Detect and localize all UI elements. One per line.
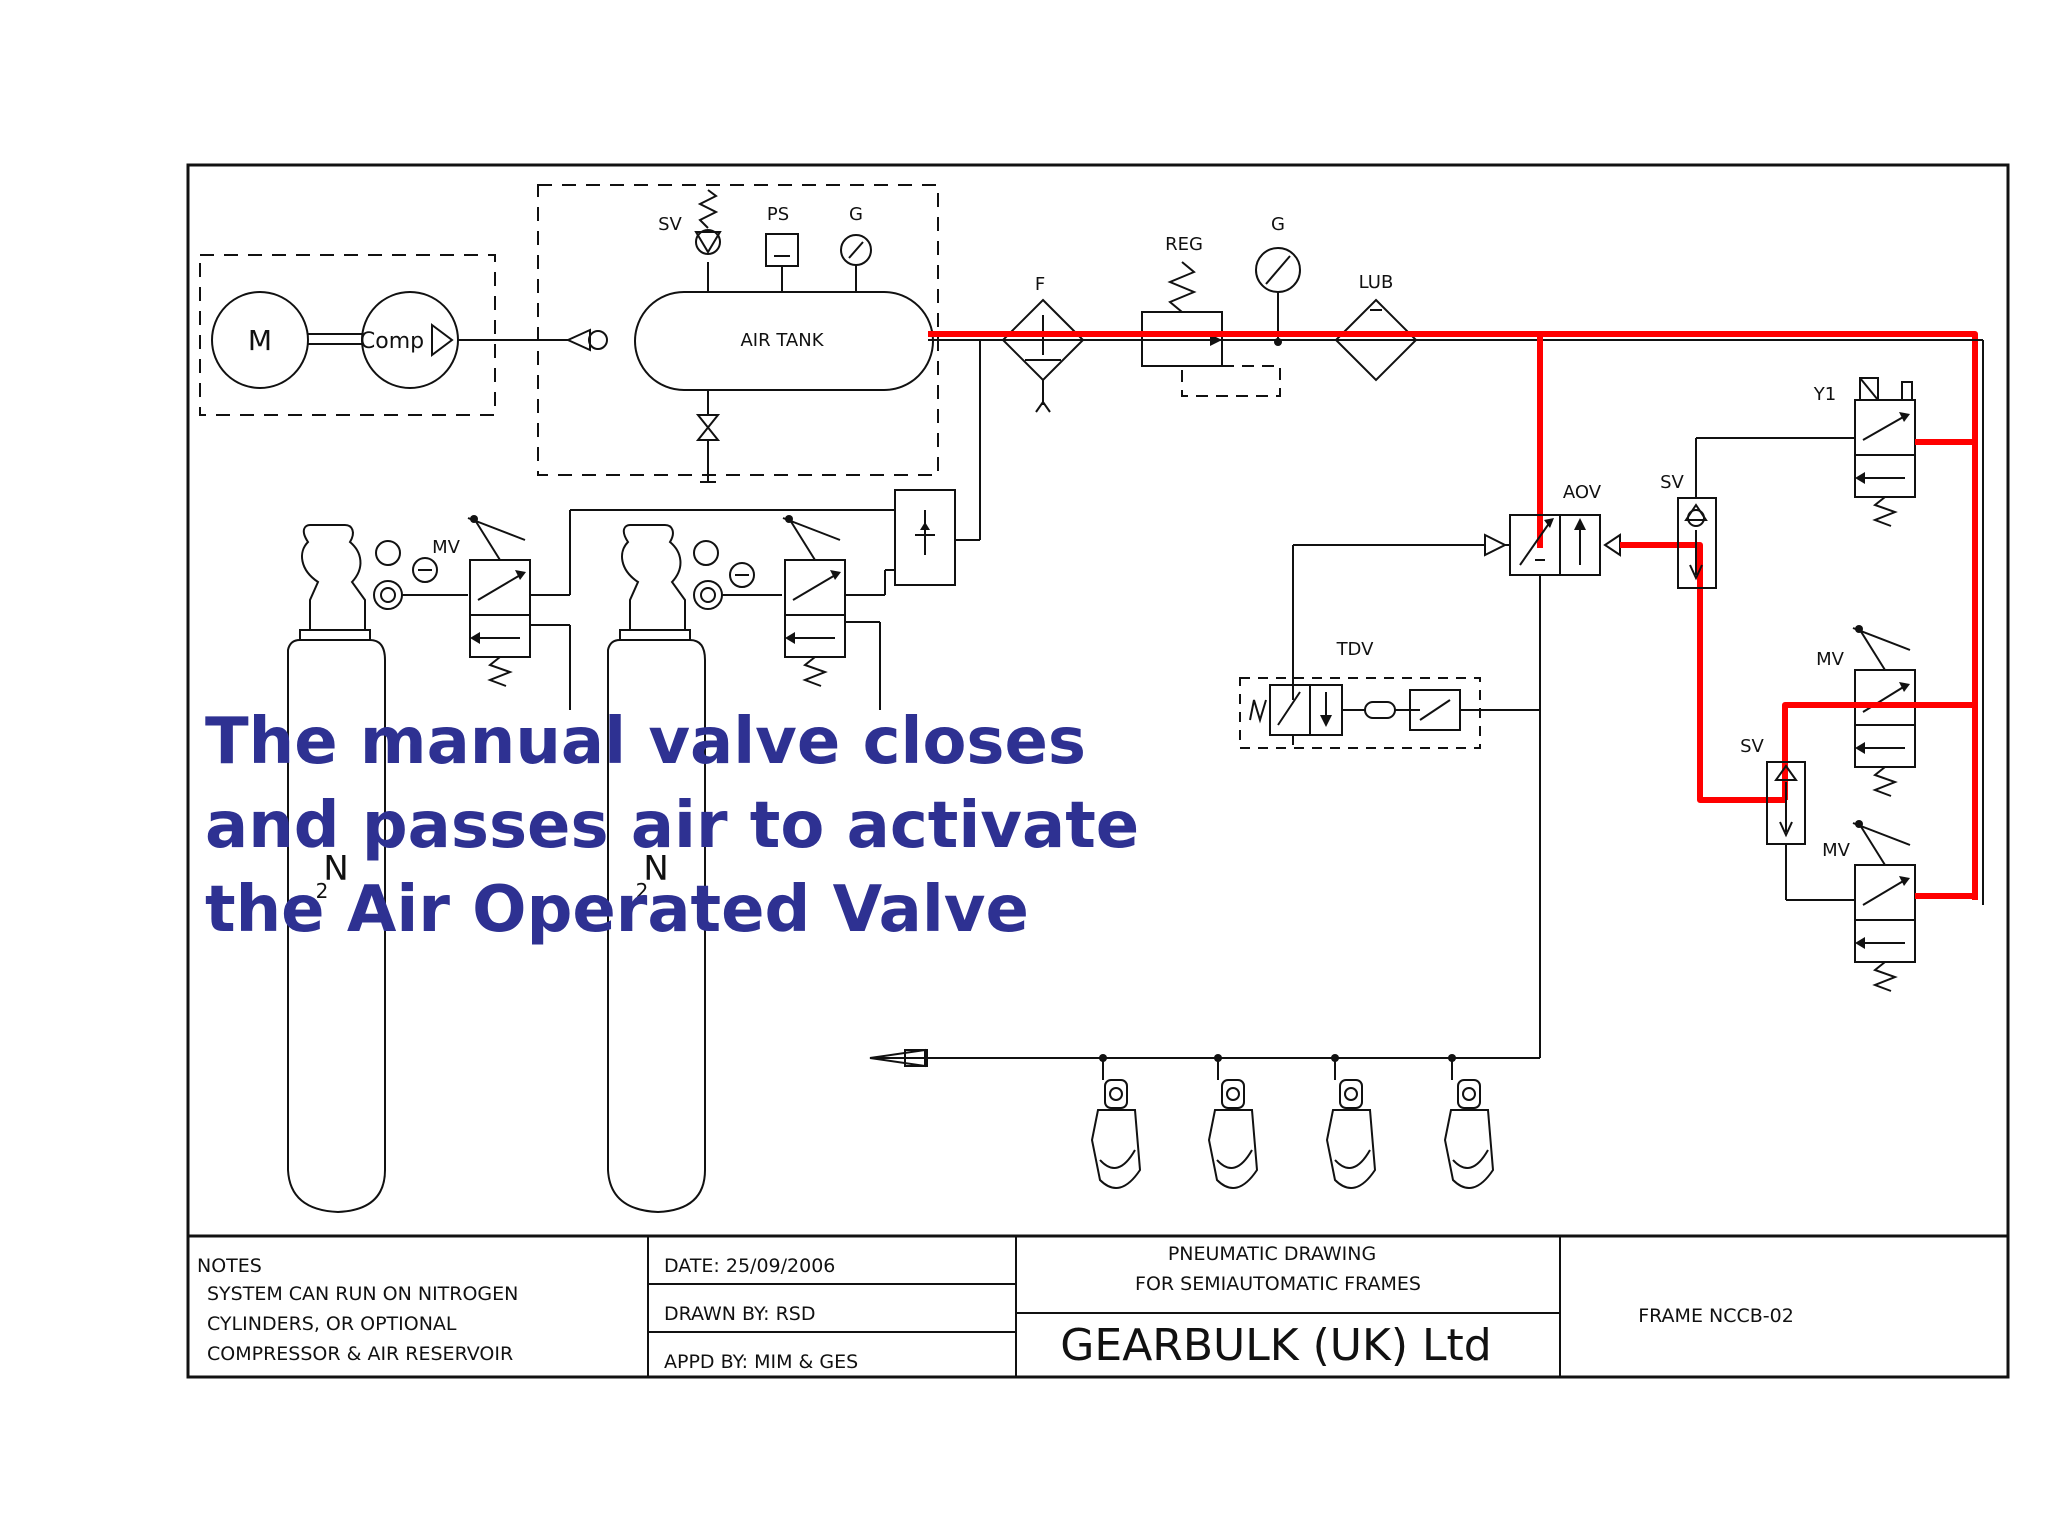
date-field: DATE: 25/09/2006 xyxy=(664,1255,835,1277)
lubricator-label: LUB xyxy=(1359,272,1394,293)
actuator-4 xyxy=(1443,1079,1495,1189)
caption: The manual valve closes and passes air t… xyxy=(205,700,1205,952)
tdv-label: TDV xyxy=(1336,639,1375,660)
drawing-title-1: PNEUMATIC DRAWING xyxy=(1168,1243,1376,1265)
filter-label: F xyxy=(1035,274,1045,295)
regulator-label: REG xyxy=(1165,234,1203,255)
caption-line-1: The manual valve closes xyxy=(205,705,1086,779)
actuator-2 xyxy=(1207,1079,1259,1189)
sv-mid-label: SV xyxy=(1740,736,1764,757)
shuttle-valve-right-upper: SV xyxy=(1660,437,1855,589)
appd-by-field: APPD BY: MIM & GES xyxy=(664,1351,858,1373)
nitrogen-cylinder-1: N 2 xyxy=(287,524,468,1214)
actuator-3 xyxy=(1325,1079,1377,1189)
actuator-line xyxy=(869,1048,1540,1080)
nitrogen-cylinder-2: N 2 xyxy=(607,524,782,1214)
mv-cyl1-label: MV xyxy=(432,537,461,558)
title-block: NOTES SYSTEM CAN RUN ON NITROGEN CYLINDE… xyxy=(188,1234,2008,1377)
drawing-title-2: FOR SEMIAUTOMATIC FRAMES xyxy=(1135,1273,1421,1295)
manual-valve-cyl-1: MV xyxy=(432,509,895,710)
shuttle-valve-upper-left xyxy=(885,340,981,586)
caption-line-3: the Air Operated Valve xyxy=(205,873,1029,947)
n2-b-label: N xyxy=(643,846,668,886)
mv-right2-label: MV xyxy=(1822,840,1851,861)
lubricator: LUB xyxy=(1334,272,1418,382)
line-gauge: G xyxy=(1255,214,1301,346)
y1-valve: Y1 xyxy=(1813,377,1916,527)
compressor-label: Comp xyxy=(360,329,424,354)
mv-right1-label: MV xyxy=(1816,649,1845,670)
caption-line-2: and passes air to activate xyxy=(205,789,1140,863)
tank-sv-label: SV xyxy=(658,214,682,235)
manual-valve-right-1: MV xyxy=(1816,625,1916,797)
n2-b-sub: 2 xyxy=(636,879,649,903)
pressure-switch-label: PS xyxy=(767,204,789,225)
sv-top-label: SV xyxy=(1660,472,1684,493)
time-delay-valve: TDV xyxy=(1239,639,1540,749)
air-tank-label: AIR TANK xyxy=(740,330,824,351)
company-name: GEARBULK (UK) Ltd xyxy=(1060,1320,1491,1371)
drawn-by-field: DRAWN BY: RSD xyxy=(664,1303,815,1325)
gauge2-label: G xyxy=(1271,214,1285,235)
notes-line-3: COMPRESSOR & AIR RESERVOIR xyxy=(207,1343,513,1365)
n2-a-sub: 2 xyxy=(316,879,329,903)
y1-label: Y1 xyxy=(1813,384,1836,405)
actuator-1 xyxy=(1090,1079,1142,1189)
compressor-group: M Comp xyxy=(199,254,496,416)
active-supply-line xyxy=(928,331,1978,900)
manual-valve-cyl-2 xyxy=(782,515,886,710)
aov-label: AOV xyxy=(1563,482,1602,503)
notes-line-2: CYLINDERS, OR OPTIONAL xyxy=(207,1313,457,1335)
motor-label: M xyxy=(248,324,272,357)
frame-id: FRAME NCCB-02 xyxy=(1638,1305,1794,1327)
n2-a-label: N xyxy=(323,846,348,886)
filter: F xyxy=(1001,274,1085,413)
air-tank-group: AIR TANK SV PS G xyxy=(458,184,939,483)
air-operated-valve: AOV xyxy=(1292,482,1621,1058)
drawing-border xyxy=(186,163,2010,1379)
notes-line-1: SYSTEM CAN RUN ON NITROGEN xyxy=(207,1283,518,1305)
manual-valve-right-2: MV xyxy=(1822,820,1916,992)
shuttle-valve-right-lower: SV xyxy=(1740,736,1855,901)
tank-gauge-label: G xyxy=(849,204,863,225)
notes-heading: NOTES xyxy=(197,1255,262,1277)
